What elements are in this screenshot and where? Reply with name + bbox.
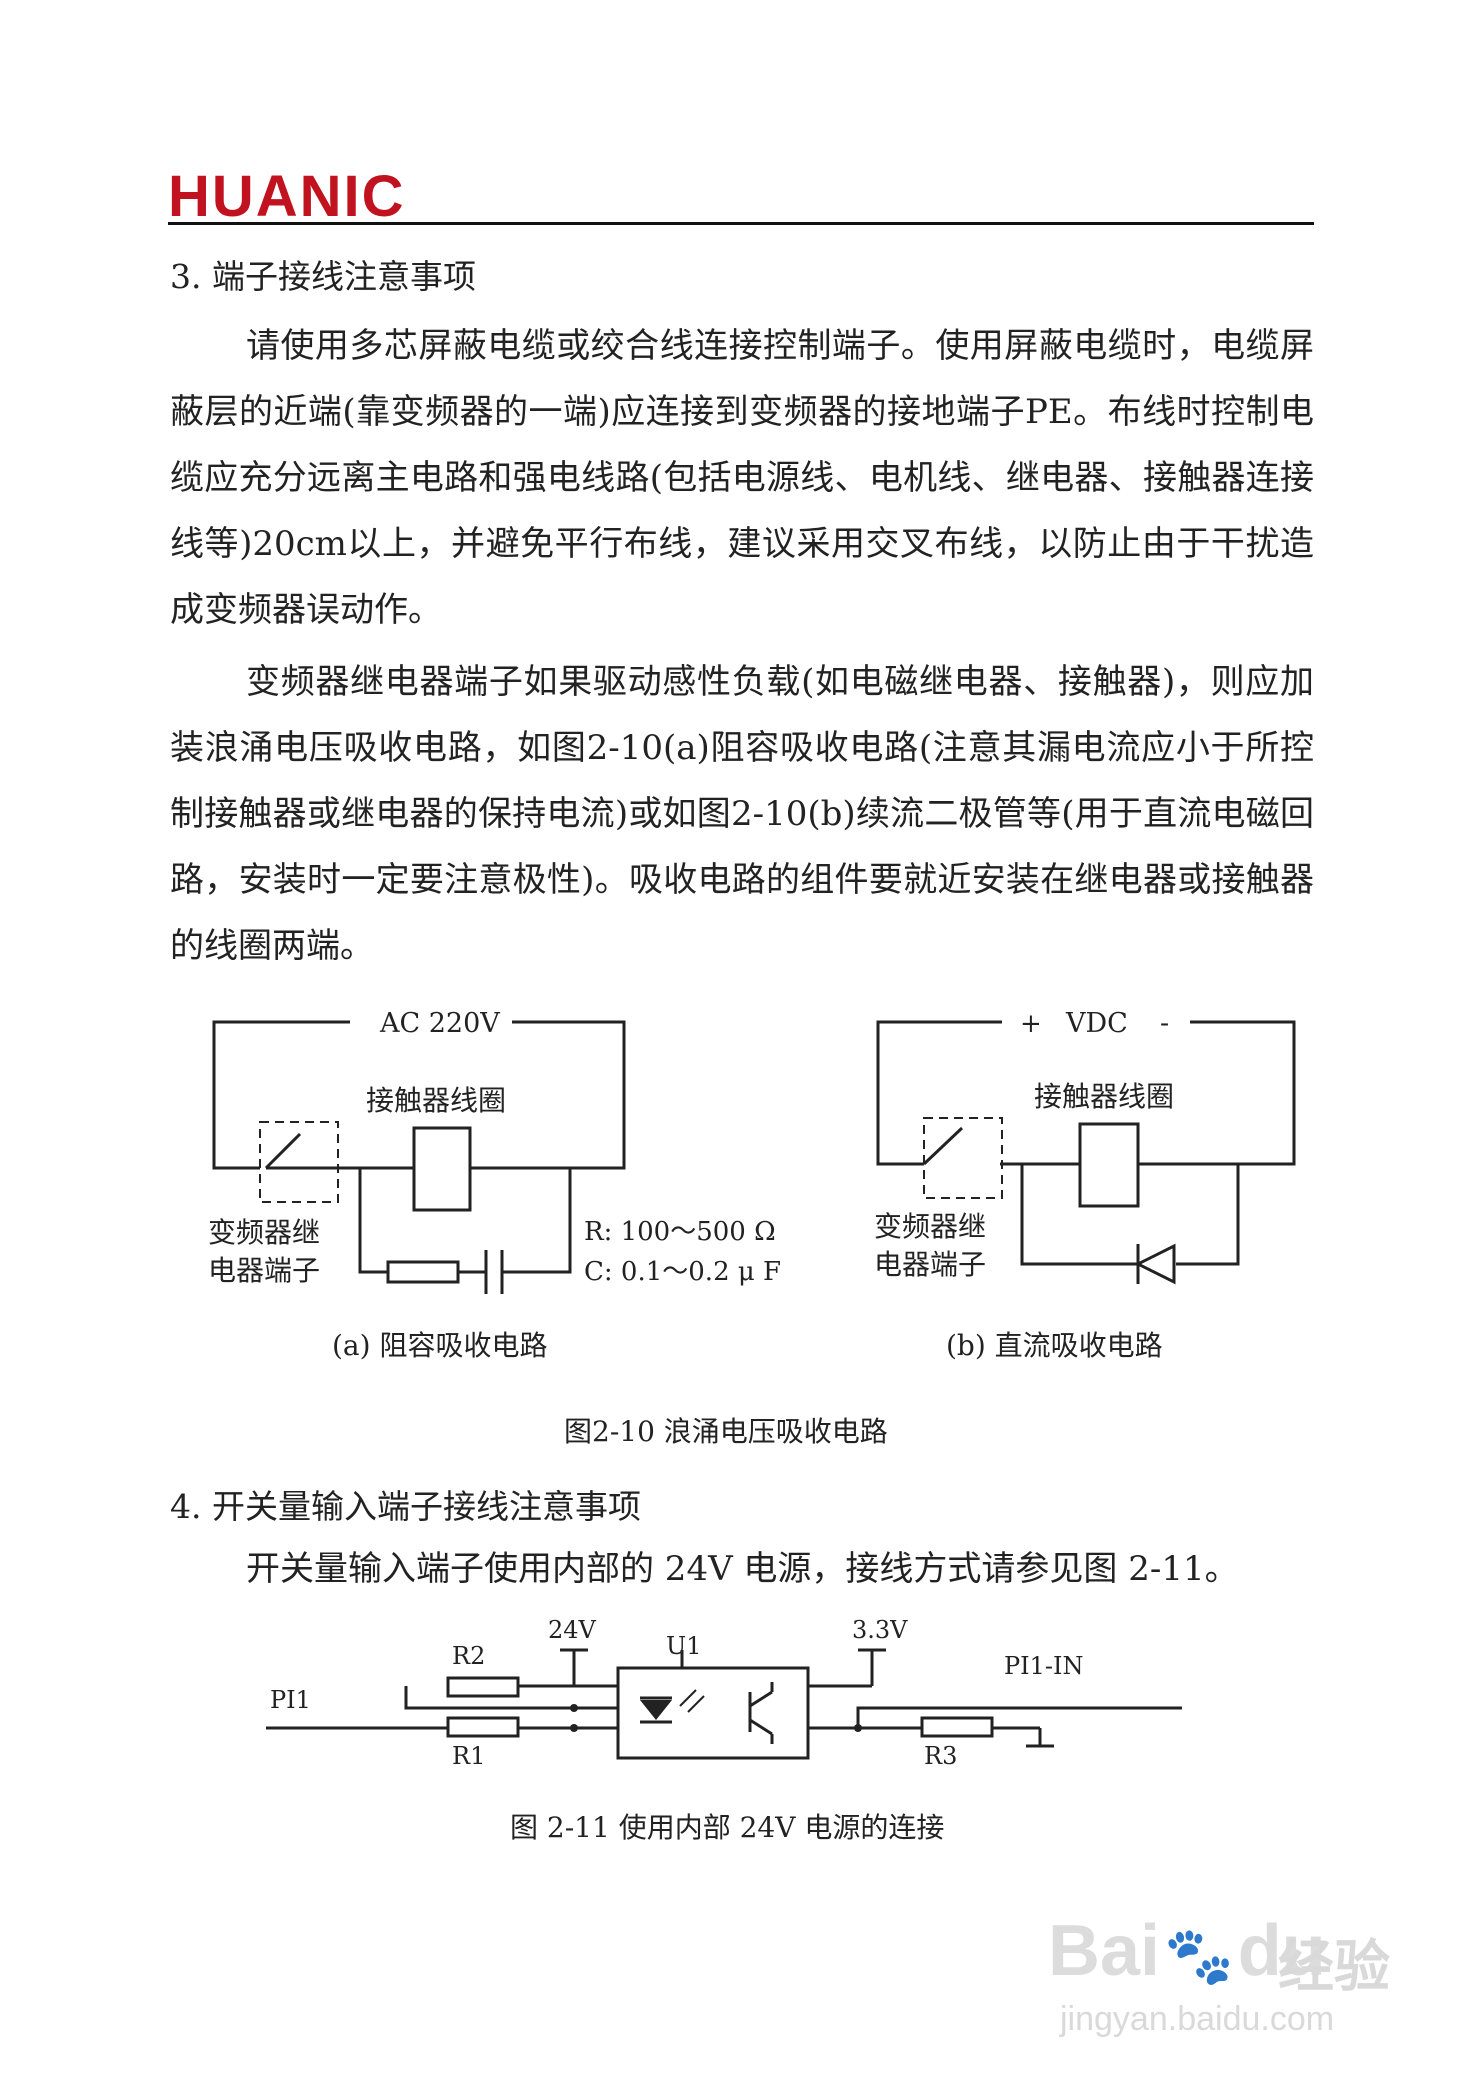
fig-b-relay-label-1: 变频器继 [874,1210,986,1243]
fig211-r3-label: R3 [924,1742,957,1766]
fig211-pi1-in-label: PI1-IN [1004,1652,1084,1680]
fig211-pi1-label: PI1 [270,1686,311,1714]
figure-2-10a-rc-circuit: AC 220V 接触器线圈 变频器继 电器端子 R: 100～500 Ω C: … [208,1008,781,1294]
fig211-33v-label: 3.3V [852,1616,908,1644]
fig-b-supply-label: VDC [1065,1008,1128,1039]
watermark-url: jingyan.baidu.com [1060,2000,1335,2038]
fig-b-minus-label: - [1160,1008,1169,1039]
section-3-heading: 3. 端子接线注意事项 [170,257,476,296]
fig-a-coil-label: 接触器线圈 [366,1084,506,1117]
paw-icon: 🐾 [1164,1924,1234,1987]
fig-a-supply-label: AC 220V [379,1008,500,1039]
fig211-r2-label: R2 [452,1642,485,1670]
figure-2-11-input-circuit: R2 24V U1 3.3V PI1-IN PI1 R1 R3 [266,1616,1182,1766]
figure-2-11-caption: 图 2-11 使用内部 24V 电源的连接 [510,1811,945,1844]
fig-b-caption: (b) 直流吸收电路 [946,1329,1163,1362]
fig-b-plus-label: + [1020,1009,1042,1039]
section-3-paragraph-1: 请使用多芯屏蔽电缆或绞合线连接控制端子。使用屏蔽电缆时，电缆屏蔽层的近端(靠变频… [170,326,1314,630]
watermark-brand: Bai🐾du [1048,1911,1326,1991]
figure-2-10b-dc-circuit: + VDC - 接触器线圈 变频器继 电器端子 [874,1008,1296,1285]
fig211-u1-label: U1 [666,1632,702,1660]
section-4-paragraph: 开关量输入端子使用内部的 24V 电源，接线方式请参见图 2-11。 [246,1549,1239,1589]
fig-a-relay-label-2: 电器端子 [208,1254,320,1287]
fig-a-c-value: C: 0.1～0.2 μ F [584,1257,781,1287]
fig-a-caption: (a) 阻容吸收电路 [332,1329,548,1362]
fig211-r1-label: R1 [452,1742,485,1766]
header-rule [168,222,1314,225]
fig-a-relay-label-1: 变频器继 [208,1216,320,1249]
fig-b-relay-label-2: 电器端子 [874,1248,986,1281]
section-4-heading: 4. 开关量输入端子接线注意事项 [170,1487,641,1526]
fig-b-coil-label: 接触器线圈 [1034,1080,1174,1113]
watermark-product: 经验 [1278,1935,1390,1998]
fig-a-r-value: R: 100～500 Ω [584,1217,776,1247]
fig211-24v-label: 24V [548,1616,597,1644]
huanic-logo: HUANIC [168,164,406,229]
figure-2-10-caption: 图2-10 浪涌电压吸收电路 [564,1415,888,1448]
section-3-paragraph-2: 变频器继电器端子如果驱动感性负载(如电磁继电器、接触器)，则应加装浪涌电压吸收电… [170,662,1314,966]
